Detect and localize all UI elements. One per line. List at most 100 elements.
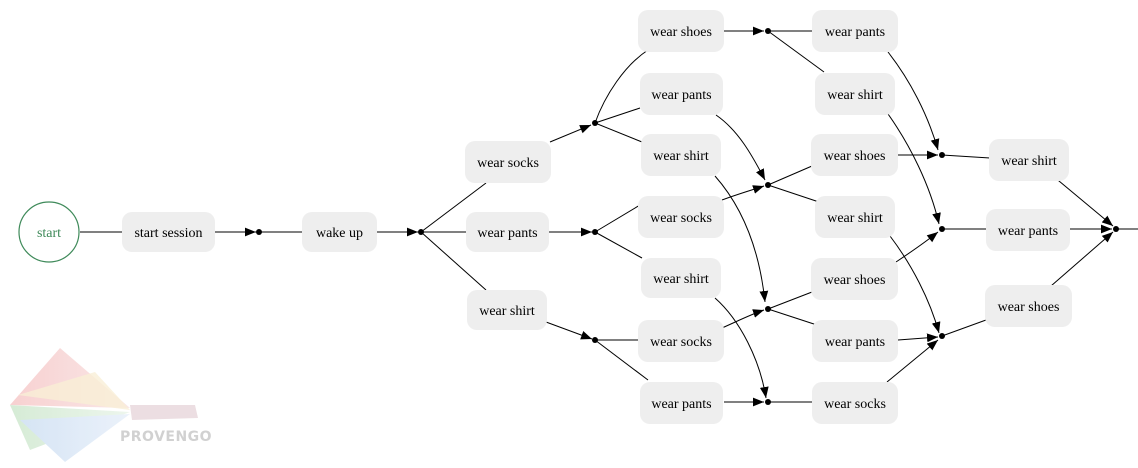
node-wake-up[interactable]: wake up: [302, 212, 377, 252]
edge-j-shirt4: [941, 154, 991, 159]
node-label: wear shirt: [653, 272, 709, 287]
node-box: [985, 285, 1072, 327]
junction-dot: [592, 337, 598, 343]
node-box: [989, 139, 1069, 181]
node-label: wear shirt: [827, 211, 883, 226]
node-wear-pants-2c[interactable]: wear pants: [640, 382, 723, 424]
edge-j-shoes: [594, 49, 649, 124]
logo-fan-blue: [20, 414, 130, 462]
start-node[interactable]: start: [18, 201, 80, 263]
node-wear-socks-2c[interactable]: wear socks: [638, 320, 724, 362]
node-label: wear pants: [651, 88, 711, 103]
node-label: wear pants: [825, 335, 885, 350]
node-wear-pants-2a[interactable]: wear pants: [640, 73, 723, 115]
node-box: [302, 212, 377, 252]
edge-shoes3c-junction: [895, 231, 939, 263]
node-label: wear pants: [998, 224, 1058, 239]
edge-j-shirt3b: [767, 184, 823, 204]
node-wear-pants-4[interactable]: wear pants: [986, 209, 1070, 251]
junction-dot: [765, 28, 771, 34]
node-wear-shoes-2[interactable]: wear shoes: [638, 10, 724, 52]
node-wear-shoes-3b[interactable]: wear shoes: [811, 134, 898, 176]
node-label: wear socks: [824, 397, 886, 412]
node-wear-socks-2b[interactable]: wear socks: [638, 196, 724, 238]
edge-j-shirt2a: [594, 122, 643, 143]
junction-dot: [256, 229, 262, 235]
node-box: [640, 382, 723, 424]
edge-pants2a-junction: [715, 114, 766, 181]
node-box: [811, 258, 898, 300]
node-wear-shoes-3c[interactable]: wear shoes: [811, 258, 898, 300]
edge-shirt-junction: [545, 321, 593, 340]
node-box: [122, 212, 215, 252]
node-wear-shirt-1[interactable]: wear shirt: [467, 290, 547, 330]
node-label: wear shoes: [824, 149, 886, 164]
node-wear-socks-1[interactable]: wear socks: [465, 141, 551, 183]
edge-j-shirt3a: [767, 30, 825, 73]
node-wear-pants-1[interactable]: wear pants: [466, 212, 549, 252]
edge-j-shoes3c: [767, 291, 813, 310]
node-box: [815, 196, 895, 238]
junction-dot: [939, 333, 945, 339]
edge-j-shirt2b: [594, 231, 643, 259]
node-wear-pants-3c[interactable]: wear pants: [812, 320, 898, 362]
edge-j-shirt: [420, 231, 487, 291]
node-box: [811, 134, 898, 176]
node-wear-shirt-2a[interactable]: wear shirt: [641, 134, 721, 176]
edge-shirt2b-junction: [714, 297, 769, 399]
junction-dot: [765, 399, 771, 405]
node-wear-socks-3d[interactable]: wear socks: [812, 382, 898, 424]
node-wear-shirt-3a[interactable]: wear shirt: [815, 73, 895, 115]
node-label: wear shoes: [650, 25, 712, 40]
node-box: [986, 209, 1070, 251]
node-label: wear socks: [477, 156, 539, 171]
node-label: wear shoes: [998, 300, 1060, 315]
junction-dot: [939, 152, 945, 158]
node-wear-shirt-2b[interactable]: wear shirt: [641, 258, 721, 298]
node-label: wear shirt: [479, 304, 535, 319]
junction-dot: [592, 229, 598, 235]
node-box: [641, 258, 721, 298]
edge-socks3d-junction: [886, 339, 939, 383]
junction-dot: [418, 229, 424, 235]
edge-shirt3b-junction: [889, 235, 941, 334]
edge-j-shoes4: [941, 319, 987, 337]
edge-shirt4-final: [1052, 175, 1114, 227]
junction-dot: [592, 120, 598, 126]
node-label: wear shirt: [653, 149, 709, 164]
logo-wordmark: PROVENGO: [120, 429, 212, 445]
edge-j-pants2c: [594, 339, 649, 381]
edge-j-pants2a: [594, 107, 641, 124]
edge-j-pants3c: [767, 308, 821, 327]
node-box: [465, 141, 551, 183]
node-label: wear pants: [825, 25, 885, 40]
node-box: [638, 196, 724, 238]
node-box: [812, 382, 898, 424]
edge-pants3c-junction: [897, 333, 939, 343]
node-box: [812, 320, 898, 362]
edge-j-socks: [420, 182, 487, 233]
junctions: [256, 28, 1119, 405]
edge-shirt2a-junction: [714, 175, 769, 303]
node-box: [641, 134, 721, 176]
edge-socks2b-junction: [721, 185, 765, 201]
node-wear-shirt-3b[interactable]: wear shirt: [815, 196, 895, 238]
node-box: [638, 10, 724, 52]
node-label: wear shirt: [1001, 154, 1057, 169]
edges: [80, 26, 1138, 407]
edge-socks2c-junction: [721, 309, 765, 329]
node-wear-shirt-4[interactable]: wear shirt: [989, 139, 1069, 181]
nodes: start session wake up wear socks wear pa…: [122, 10, 1072, 424]
node-wear-shoes-4[interactable]: wear shoes: [985, 285, 1072, 327]
logo-fan-yellow: [18, 372, 130, 410]
node-box: [815, 73, 895, 115]
node-wear-pants-3a[interactable]: wear pants: [812, 10, 898, 52]
node-box: [640, 73, 723, 115]
node-box: [466, 212, 549, 252]
node-box: [812, 10, 898, 52]
edge-j-socks2b: [594, 204, 641, 233]
node-label: start session: [134, 226, 202, 241]
node-start-session[interactable]: start session: [122, 212, 215, 252]
